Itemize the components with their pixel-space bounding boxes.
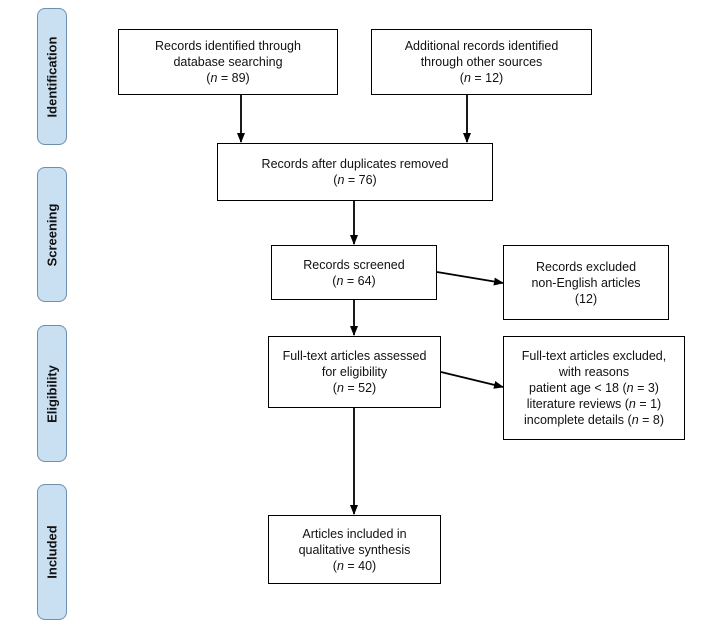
fulltext-assessed-line-2: for eligibility	[321, 365, 388, 379]
fulltext-assessed-line-1: Full-text articles assessed	[282, 349, 427, 363]
db-search-line-2: database searching	[173, 55, 283, 69]
excluded-count: (12)	[574, 291, 598, 306]
box-records-excluded: Records excluded non-English articles (1…	[503, 245, 669, 320]
fulltext-excluded-line-2: with reasons	[558, 365, 630, 379]
included-line-2: qualitative synthesis	[298, 542, 411, 557]
exclusion-reason-incomplete: incomplete details (n = 8)	[523, 413, 665, 427]
fulltext-excluded-line-1: Full-text articles excluded,	[521, 349, 667, 363]
excluded-line-1: Records excluded	[535, 259, 637, 274]
exclusion-reason-reviews: literature reviews (n = 1)	[526, 397, 662, 411]
db-search-line-1: Records identified through	[155, 39, 301, 53]
included-count: (n = 40)	[332, 558, 377, 573]
phase-included: Included	[37, 484, 67, 620]
screened-line-1: Records screened	[303, 257, 405, 272]
other-sources-line-1: Additional records identified	[404, 39, 559, 53]
after-duplicates-line-1: Records after duplicates removed	[261, 157, 449, 171]
screened-count: (n = 64)	[332, 273, 376, 288]
arrow-screened-to-excluded	[436, 271, 504, 286]
box-fulltext-excluded: Full-text articles excluded, with reason…	[503, 336, 685, 440]
phase-identification: Identification	[37, 8, 67, 145]
box-database-search: Records identified through database sear…	[118, 29, 338, 95]
phase-screening: Screening	[37, 167, 67, 302]
phase-eligibility: Eligibility	[37, 325, 67, 462]
arrow-fulltext-to-excluded	[440, 371, 504, 389]
box-articles-included: Articles included in qualitative synthes…	[268, 515, 441, 584]
included-line-1: Articles included in	[302, 526, 407, 541]
other-sources-count: (n = 12)	[459, 71, 504, 85]
box-after-duplicates: Records after duplicates removed (n = 76…	[217, 143, 493, 201]
after-duplicates-count: (n = 76)	[333, 173, 377, 187]
excluded-line-2: non-English articles	[531, 275, 641, 290]
fulltext-assessed-count: (n = 52)	[332, 381, 377, 395]
box-records-screened: Records screened (n = 64)	[271, 245, 437, 300]
exclusion-reason-age: patient age < 18 (n = 3)	[529, 381, 659, 395]
db-search-count: (n = 89)	[206, 71, 250, 85]
box-fulltext-assessed: Full-text articles assessed for eligibil…	[268, 336, 441, 408]
box-other-sources: Additional records identified through ot…	[371, 29, 592, 95]
other-sources-line-2: through other sources	[420, 55, 543, 69]
